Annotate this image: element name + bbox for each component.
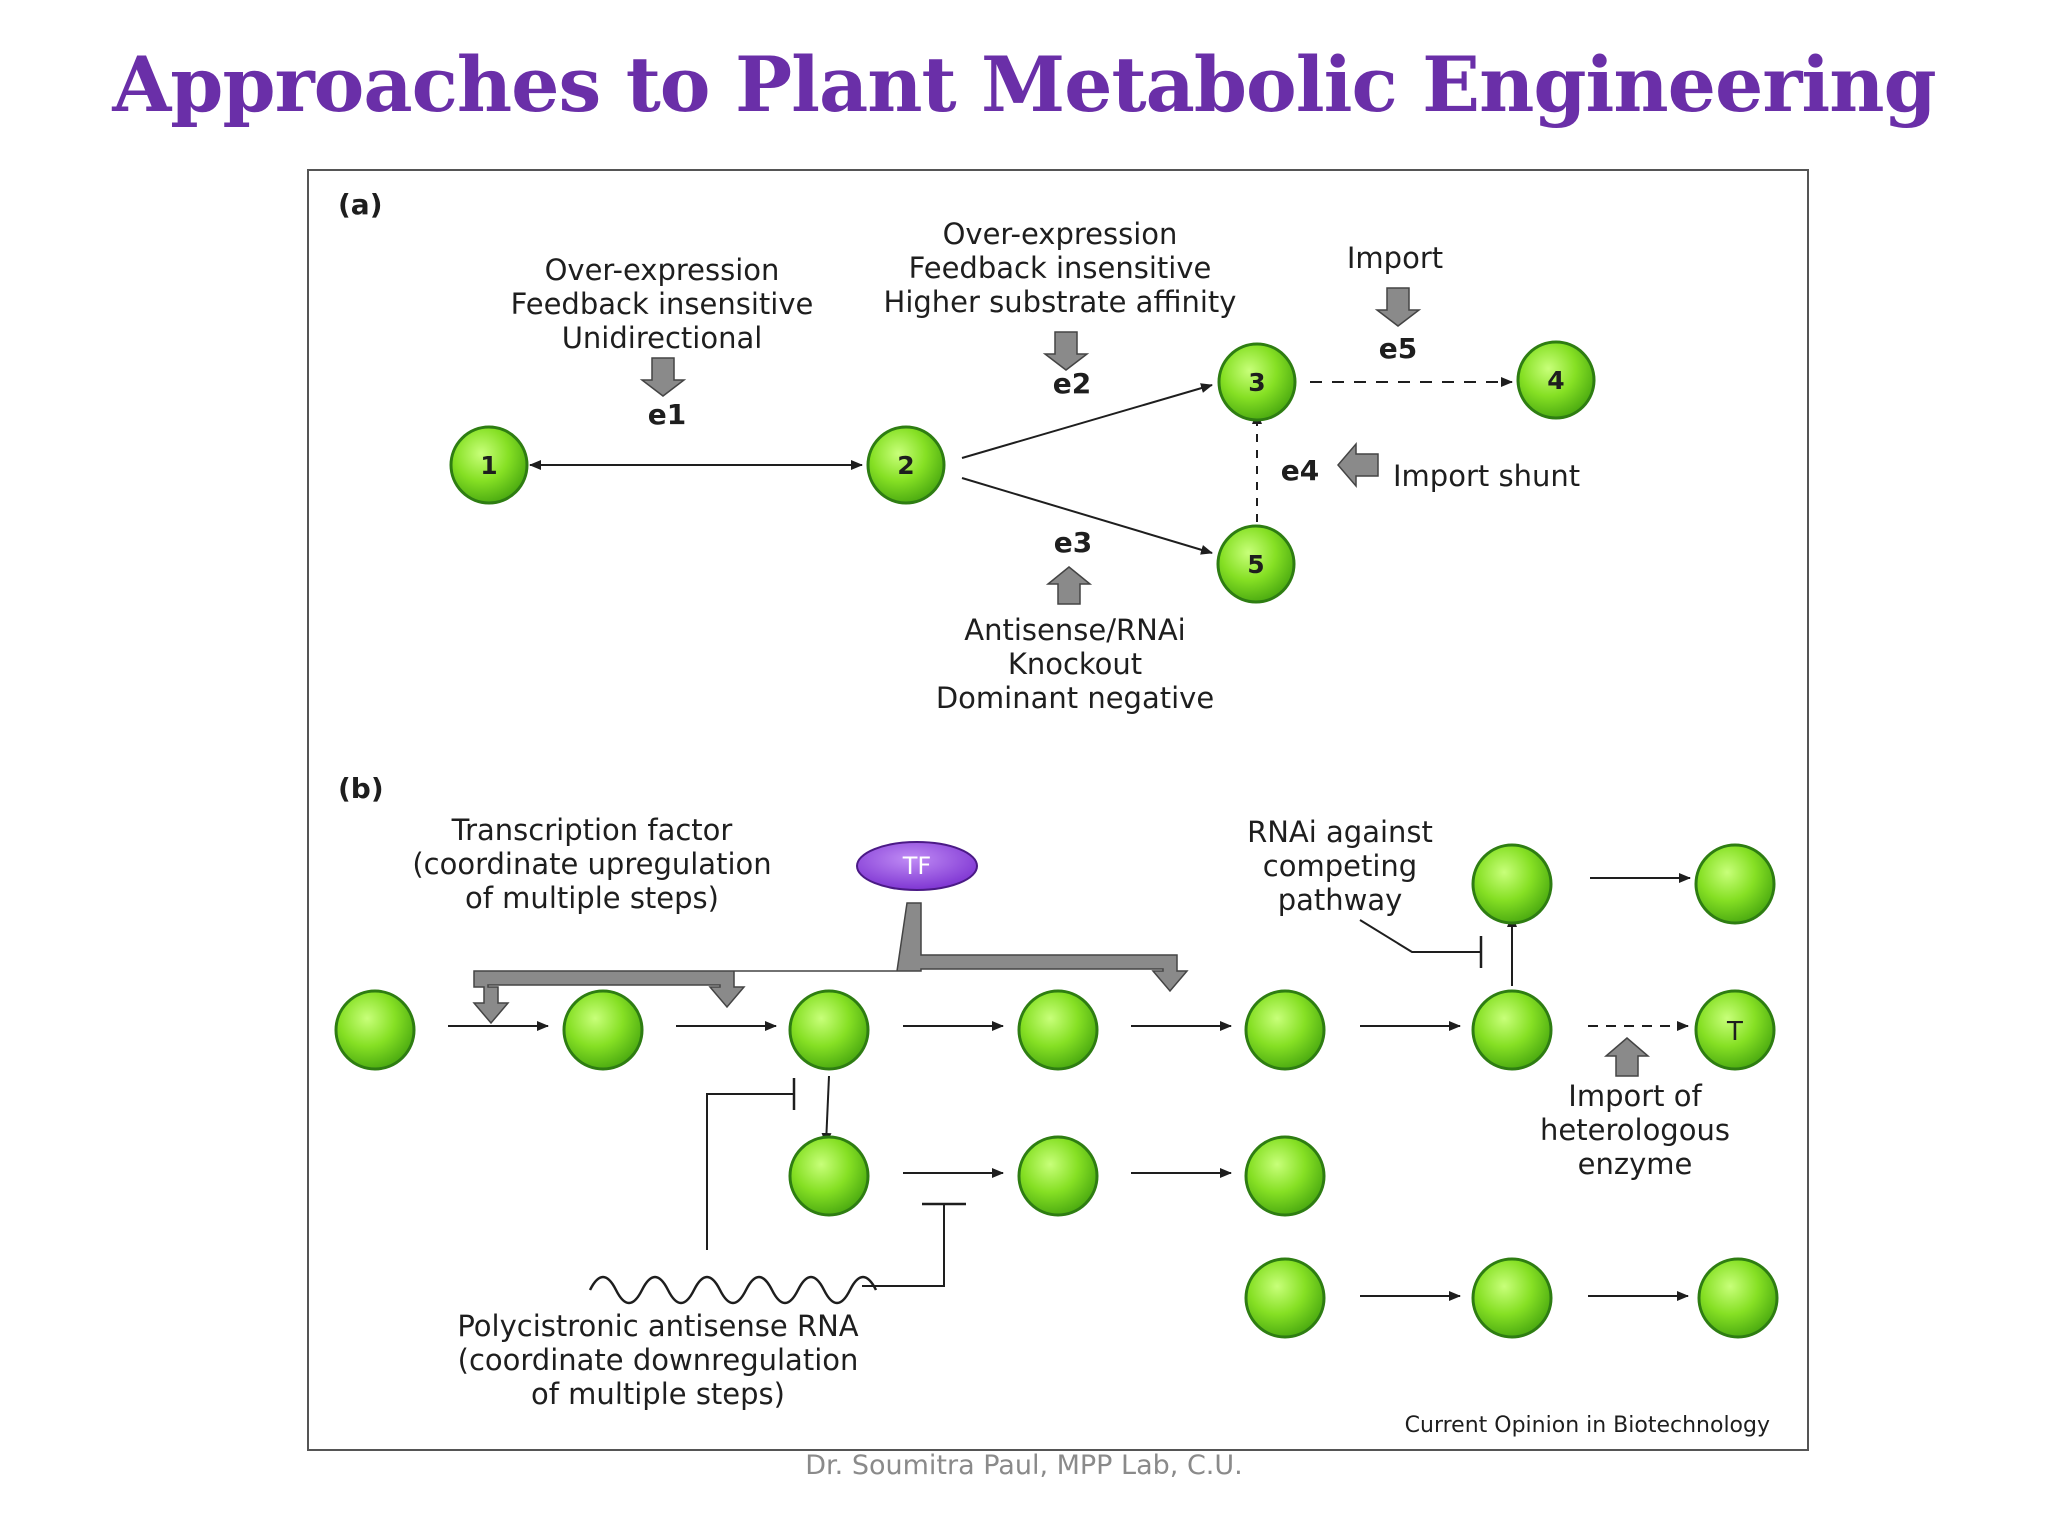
node-5: 5 xyxy=(1216,524,1296,604)
e2-note-line: Over-expression xyxy=(943,217,1178,251)
source-credit: Current Opinion in Biotechnology xyxy=(1405,1413,1770,1438)
tf-note-line: (coordinate upregulation xyxy=(412,847,771,881)
enzyme-e4-label: e4 xyxy=(1281,454,1319,487)
transcription-factor: TF xyxy=(856,841,978,891)
e2-note-line: Feedback insensitive xyxy=(909,251,1212,285)
antisense-inhibition-line xyxy=(862,1204,945,1287)
panel-b-label: (b) xyxy=(338,772,384,805)
enzyme-e2-label: e2 xyxy=(1053,367,1091,400)
terminal-node-label: T xyxy=(1726,1017,1743,1047)
edge-2-3 xyxy=(961,383,1213,459)
node-4-label: 4 xyxy=(1547,366,1564,395)
tf-bracket xyxy=(472,902,1189,1025)
import-note-line: Import of xyxy=(1568,1079,1702,1113)
node-2-label: 2 xyxy=(897,451,914,480)
down-block-arrow-icon xyxy=(1042,331,1090,371)
rnai-note-line: RNAi against xyxy=(1247,815,1433,849)
pathway-node xyxy=(1244,1135,1326,1217)
node-3-label: 3 xyxy=(1248,368,1265,397)
node-2: 2 xyxy=(866,425,946,505)
e3-notes: Antisense/RNAi Knockout Dominant negativ… xyxy=(936,613,1214,715)
node-3: 3 xyxy=(1217,342,1297,422)
pathway-node xyxy=(1471,843,1553,925)
up-block-arrow-icon xyxy=(1603,1037,1651,1077)
node-4: 4 xyxy=(1516,340,1596,420)
rnai-inhibition-line xyxy=(1359,919,1480,953)
antisense-notes: Polycistronic antisense RNA (coordinate … xyxy=(457,1309,858,1411)
pathway-node xyxy=(1244,1257,1326,1339)
node-5-label: 5 xyxy=(1247,550,1264,579)
e1-note-line: Unidirectional xyxy=(562,321,763,355)
antisense-inhibition-line xyxy=(706,1093,793,1250)
down-block-arrow-icon xyxy=(1374,287,1422,327)
rnai-notes: RNAi against competing pathway xyxy=(1247,815,1433,917)
e1-notes: Over-expression Feedback insensitive Uni… xyxy=(511,253,814,355)
pathway-node xyxy=(1697,1257,1779,1339)
antisense-note-line: Polycistronic antisense RNA xyxy=(457,1309,858,1343)
e3-note-line: Antisense/RNAi xyxy=(964,613,1185,647)
import-label: Import xyxy=(1347,241,1443,275)
node-1: 1 xyxy=(449,425,529,505)
enzyme-e1-label: e1 xyxy=(648,398,686,431)
import-notes: Import of heterologous enzyme xyxy=(1540,1079,1730,1181)
left-block-arrow-icon xyxy=(1337,441,1379,489)
e2-notes: Over-expression Feedback insensitive Hig… xyxy=(884,217,1237,319)
e3-note-line: Dominant negative xyxy=(936,681,1214,715)
tf-note-line: Transcription factor xyxy=(451,813,733,847)
pathway-node xyxy=(1244,989,1326,1071)
e2-note-line: Higher substrate affinity xyxy=(884,285,1237,319)
pathway-node xyxy=(788,989,870,1071)
panel-b: (b) Transcription factor (coordinate upr… xyxy=(334,772,1779,1411)
e1-note-line: Feedback insensitive xyxy=(511,287,814,321)
enzyme-e5-label: e5 xyxy=(1379,332,1417,365)
pathway-node xyxy=(562,989,644,1071)
pathway-node xyxy=(1017,1135,1099,1217)
import-note-line: heterologous xyxy=(1540,1113,1730,1147)
footer-credit: Dr. Soumitra Paul, MPP Lab, C.U. xyxy=(805,1450,1243,1481)
pathway-node xyxy=(334,989,416,1071)
panel-a-label: (a) xyxy=(338,188,383,221)
pathway-node xyxy=(1471,1257,1553,1339)
antisense-note-line: (coordinate downregulation xyxy=(458,1343,859,1377)
enzyme-e3-label: e3 xyxy=(1054,526,1092,559)
tf-note-line: of multiple steps) xyxy=(465,881,719,915)
antisense-note-line: of multiple steps) xyxy=(531,1377,785,1411)
pathway-node xyxy=(1017,989,1099,1071)
pathway-node xyxy=(1694,843,1776,925)
pathway-node xyxy=(1471,989,1553,1071)
edge-2-5 xyxy=(961,477,1213,555)
terminal-node: T xyxy=(1694,989,1776,1071)
pathway-node xyxy=(788,1135,870,1217)
rnai-note-line: pathway xyxy=(1278,883,1403,917)
e3-note-line: Knockout xyxy=(1008,647,1142,681)
edge-b-branch-down xyxy=(821,1075,832,1145)
import-note-line: enzyme xyxy=(1578,1147,1693,1181)
tf-notes: Transcription factor (coordinate upregul… xyxy=(412,813,771,915)
import-shunt-label: Import shunt xyxy=(1393,459,1580,493)
down-block-arrow-icon xyxy=(639,357,687,397)
up-block-arrow-icon xyxy=(1045,566,1093,605)
antisense-rna-wave-icon xyxy=(588,1275,878,1305)
e1-note-line: Over-expression xyxy=(545,253,780,287)
node-1-label: 1 xyxy=(480,451,497,480)
slide-title: Approaches to Plant Metabolic Engineerin… xyxy=(112,40,1936,129)
rnai-note-line: competing xyxy=(1263,849,1417,883)
panel-a: (a) Over-expression Feedback insensitive… xyxy=(338,188,1596,715)
tf-label: TF xyxy=(902,852,931,880)
